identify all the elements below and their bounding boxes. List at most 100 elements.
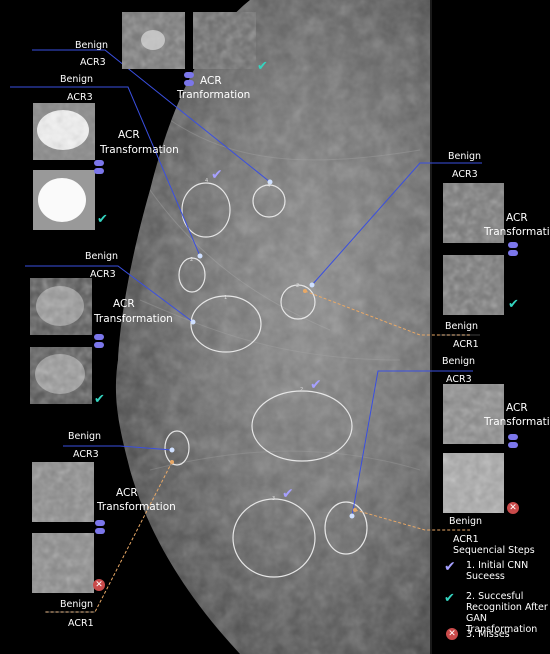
thumb-left-6 (32, 533, 94, 593)
benign-label: Benign (68, 431, 102, 442)
legend-text: 2. Succesful (466, 591, 524, 602)
acr-label: ACR (113, 298, 135, 310)
dashed-line (354, 509, 470, 531)
region-number: 3 (272, 496, 276, 502)
roi-ellipse (232, 498, 316, 578)
legend-item-initial: 1. Initial CNN Suceess (466, 560, 529, 583)
orange-dot (353, 508, 357, 512)
check-teal-icon: ✔ (508, 297, 519, 312)
benign-label: Benign (445, 321, 479, 332)
acr-label: ACR (118, 129, 140, 141)
leader-lines (10, 49, 482, 517)
stacked-discs-icon (508, 434, 518, 450)
region-number: 1 (224, 295, 228, 301)
roi-ellipse (178, 257, 206, 293)
stacked-discs-icon (508, 242, 518, 258)
benign-label: Benign (85, 251, 119, 262)
region-number: 2 (300, 387, 304, 393)
legend-text: 3. Misses (466, 629, 510, 640)
legend-text: Recognition After (466, 601, 548, 613)
roi-ellipse (252, 184, 286, 218)
check-teal-icon: ✔ (257, 59, 268, 74)
check-purple-icon: ✔ (282, 486, 294, 502)
region-number: 2 (296, 283, 300, 289)
acr3-label: ACR3 (73, 449, 99, 460)
benign-label: Benign (449, 516, 483, 527)
leader-line (32, 49, 271, 183)
breast-tissue (115, 0, 432, 654)
transformation-label: Transformation (100, 144, 179, 156)
leader-line (63, 445, 173, 451)
acr3-label: ACR3 (67, 92, 93, 103)
region-number: 4 (205, 178, 209, 184)
region-number: 2 (190, 257, 194, 263)
blue-dot (349, 513, 355, 519)
thumb-top-2 (193, 12, 256, 69)
roi-ellipse (181, 182, 231, 238)
acr1-label: ACR1 (453, 534, 479, 545)
acr3-label: ACR3 (452, 169, 478, 180)
check-purple-icon: ✔ (211, 167, 223, 183)
roi-ellipse (280, 284, 316, 320)
roi-group (164, 182, 368, 578)
stacked-discs-icon (94, 160, 104, 176)
roi-ellipse (324, 501, 368, 555)
thumb-left-3 (30, 278, 92, 335)
leader-line (351, 370, 473, 517)
stacked-discs-icon (95, 520, 105, 536)
acr-label: ACR (506, 212, 528, 224)
legend-item-miss: 3. Misses (466, 629, 510, 641)
thumb-right-3 (443, 384, 504, 444)
acr-label: ACR (200, 75, 222, 87)
benign-label: Benign (60, 74, 94, 85)
transformation-label: Transformation (94, 313, 173, 325)
leader-line (10, 86, 201, 257)
stacked-discs-icon (184, 72, 194, 88)
thumb-left-5 (32, 462, 94, 522)
acr1-label: ACR1 (453, 339, 479, 350)
benign-label: Benign (60, 599, 94, 610)
legend-text: Suceess (466, 570, 505, 582)
legend-title: Sequencial Steps (453, 545, 535, 556)
thumb-left-2 (33, 170, 95, 230)
roi-ellipse (251, 390, 353, 462)
legend-text: 1. Initial CNN (466, 560, 529, 571)
acr3-label: ACR3 (90, 269, 116, 280)
benign-label: Benign (442, 356, 476, 367)
x-circle-icon: ✕ (93, 579, 105, 591)
tranformation-label: Tranformation (177, 89, 251, 101)
region-number: 4 (267, 183, 271, 189)
leader-line (25, 265, 194, 323)
x-circle-icon: ✕ (446, 628, 458, 640)
check-purple-icon: ✔ (444, 559, 456, 575)
check-purple-icon: ✔ (310, 377, 322, 393)
benign-label: Benign (448, 151, 482, 162)
thumbnails (30, 12, 504, 593)
acr-label: ACR (506, 402, 528, 414)
blue-dot (267, 179, 273, 185)
thumb-top-1 (122, 12, 185, 69)
x-circle-icon: ✕ (507, 502, 519, 514)
transformation-label: Transformation (484, 226, 550, 238)
transformation-label: Transformation (97, 501, 176, 513)
check-teal-icon: ✔ (444, 591, 455, 606)
acr3-label: ACR3 (446, 374, 472, 385)
thumb-right-4 (443, 453, 504, 513)
thumb-left-4 (30, 347, 92, 404)
legend-text: GAN Transformation (466, 612, 538, 635)
transformation-label: Transformation (484, 416, 550, 428)
blue-dot (190, 319, 196, 325)
acr3-label: ACR3 (80, 57, 106, 68)
detection-dots (169, 179, 357, 519)
acr1-label: ACR1 (68, 618, 94, 629)
check-teal-icon: ✔ (97, 212, 108, 227)
leader-line (311, 162, 482, 286)
blue-dot (169, 447, 175, 453)
roi-ellipse (164, 430, 190, 466)
thumb-right-2 (443, 255, 504, 315)
blue-dot (309, 282, 315, 288)
check-teal-icon: ✔ (94, 392, 105, 407)
blue-dot (197, 253, 203, 259)
